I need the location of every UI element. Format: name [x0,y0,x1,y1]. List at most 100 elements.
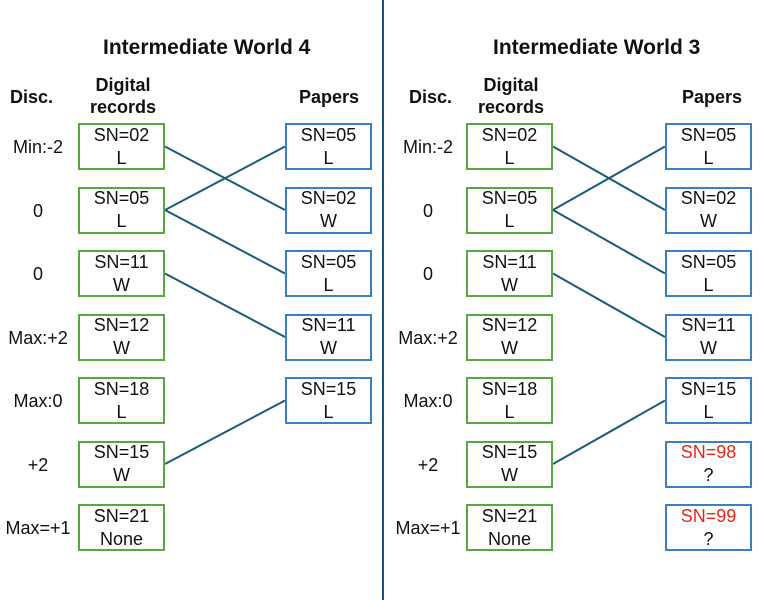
link-lines [552,145,666,465]
world-panel-3: Intermediate World 3 Disc. Digital recor… [383,0,761,600]
serial-number: SN=18 [93,378,150,399]
serial-number: SN=15 [93,442,150,462]
serial-number: SN=98 [680,442,737,462]
disc-value: Max:0 [403,391,453,411]
disc-value: Min:-2 [12,137,63,157]
serial-number: SN=05 [93,188,150,208]
papers-header: Papers [681,87,743,107]
record-value: L [504,211,515,231]
serial-number: SN=02 [481,124,538,145]
disc-value: +2 [417,454,439,475]
serial-number: SN=05 [300,251,357,272]
serial-number: SN=02 [93,124,150,145]
link-lines [164,145,286,465]
serial-number: SN=21 [481,505,538,526]
record-value: None [99,528,144,549]
match-link [164,272,286,338]
match-link [552,145,666,211]
serial-number: SN=21 [93,505,150,526]
disc-header: Disc. [10,87,54,107]
disc-value: 0 [32,200,43,221]
disc-value: +2 [27,454,49,475]
record-value: W [700,338,717,358]
disc-value: 0 [32,264,43,284]
record-value: W [320,338,337,358]
serial-number: SN=02 [680,188,737,208]
panel-divider [382,0,384,600]
record-value: ? [703,528,714,549]
record-value: W [501,465,518,485]
record-value: L [504,147,515,168]
serial-number: SN=02 [300,188,357,208]
match-link [164,399,286,465]
record-value: L [703,274,714,295]
record-value: W [501,338,518,358]
record-value: L [116,147,127,168]
record-value: W [700,211,717,231]
serial-number: SN=05 [680,124,737,145]
record-value: L [703,401,714,422]
disc-value: Max:0 [13,391,63,411]
record-value: W [320,211,337,231]
match-link [552,272,666,338]
serial-number: SN=11 [482,251,537,272]
world-title: Intermediate World 3 [493,36,701,59]
serial-number: SN=05 [300,124,357,145]
papers-header: Papers [298,87,360,107]
serial-number: SN=12 [93,315,150,335]
serial-number: SN=11 [301,315,356,335]
serial-number: SN=15 [300,378,357,399]
paper-record-box: SN=99? [665,504,752,551]
record-value: W [113,274,130,295]
digital-records-header: Digital records [477,75,545,117]
disc-value: 0 [422,200,433,221]
match-link [552,399,666,465]
serial-number: SN=15 [680,378,737,399]
disc-value: Max:+2 [398,327,458,348]
disc-value: Max=+1 [5,518,71,538]
record-value: L [323,401,334,422]
record-value: W [113,465,130,485]
record-value: L [323,147,334,168]
serial-number: SN=99 [680,505,737,526]
match-link [552,209,666,275]
record-value: W [501,274,518,295]
disc-value: 0 [422,264,433,284]
record-value: L [703,147,714,168]
serial-number: SN=11 [94,251,149,272]
record-value: W [113,338,130,358]
record-value: L [116,401,127,422]
serial-number: SN=18 [481,378,538,399]
serial-number: SN=11 [681,315,736,335]
match-link [164,145,286,211]
serial-number: SN=05 [680,251,737,272]
disc-header: Disc. [409,87,453,107]
record-value: L [504,401,515,422]
disc-value: Max:+2 [8,327,68,348]
record-value: L [116,211,127,231]
paper-record-box: SN=98? [665,440,752,488]
match-link [164,209,286,275]
world-panel-4: Intermediate World 4 Disc. Digital recor… [0,0,380,600]
disc-value: Min:-2 [402,137,453,157]
